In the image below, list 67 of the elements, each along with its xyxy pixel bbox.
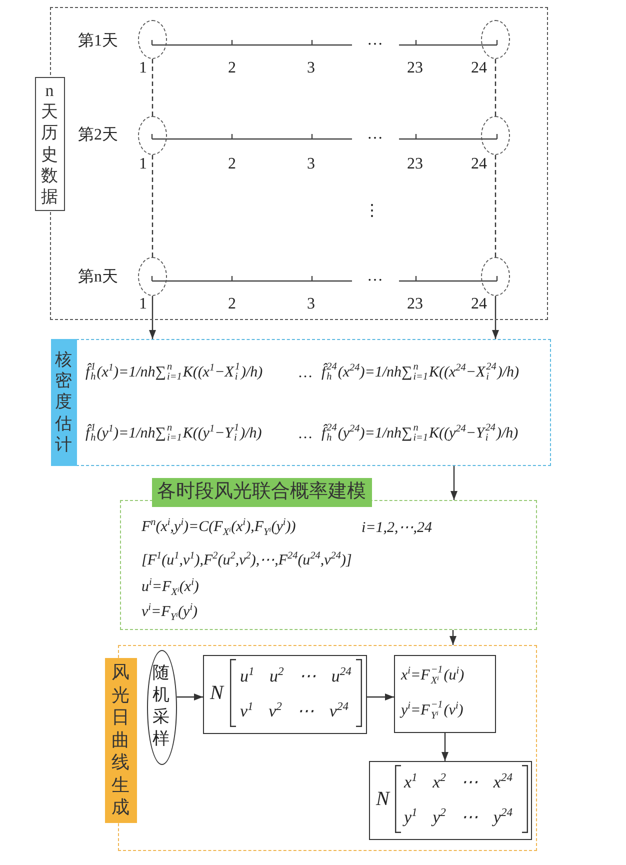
tick-label: 2 bbox=[228, 294, 236, 314]
formula: f̂$_{h}$$^{24}$(y$^{24}$)=1/nh∑$_{i=1}$$^{n}$K((y$^{24}$−Y$_{i}$$^{24}$)/h) bbox=[322, 422, 518, 444]
formula: i=1,2,⋯,24 bbox=[362, 518, 432, 536]
dashed-ellipse bbox=[480, 20, 510, 58]
formula: y$^{i}$=F$_{Yⁱ}$$^{−1}$(v$^{i}$) bbox=[401, 700, 464, 722]
coefficient-symbol: N bbox=[210, 681, 224, 705]
dashed-line bbox=[152, 59, 154, 116]
formula: [F$^{1}$(u$^{1}$,v$^{1}$),F$^{2}$(u$^{2}$,v$^{2}$),⋯,F$^{24}$(u$^{24}$,v$^{24}$)] bbox=[142, 550, 352, 569]
ellipsis-dots: … bbox=[367, 266, 383, 286]
ellipsis-dots: … bbox=[298, 424, 312, 442]
section-tag: 各时段风光联合概率建模 bbox=[152, 478, 372, 506]
tick-label: 1 bbox=[139, 58, 147, 78]
section-tag: n天历史数据 bbox=[34, 76, 64, 210]
formula-box bbox=[394, 654, 496, 732]
dashed-ellipse bbox=[138, 256, 166, 296]
tick-label: 2 bbox=[228, 58, 236, 78]
arrow bbox=[367, 694, 394, 700]
arrow bbox=[450, 630, 456, 645]
section-tag: 风光日曲线生成 bbox=[104, 658, 136, 822]
matrix-row: y$^{1}$ y$^{2}$ ⋯ y$^{24}$ bbox=[404, 806, 512, 828]
formula: x$^{i}$=F$_{Xⁱ}$$^{−1}$(u$^{i}$) bbox=[401, 665, 464, 687]
tick-label: 3 bbox=[307, 294, 315, 314]
vertical-ellipsis: ⋮ bbox=[364, 201, 380, 221]
day-label: 第1天 bbox=[78, 31, 118, 51]
arrow bbox=[176, 694, 203, 700]
arrow bbox=[492, 296, 499, 339]
section-tag: 核密度估计 bbox=[50, 338, 76, 466]
dashed-line bbox=[152, 155, 154, 257]
dashed-line bbox=[494, 155, 496, 257]
ellipsis-dots: … bbox=[298, 364, 312, 382]
matrix-box bbox=[368, 760, 532, 840]
tick-label: 2 bbox=[228, 154, 236, 174]
formula: u$^{i}$=F$_{Xⁱ}$(x$^{i}$) bbox=[142, 576, 199, 599]
dashed-ellipse bbox=[138, 116, 166, 154]
formula: f̂$_{h}$$^{1}$(x$^{1}$)=1/nh∑$_{i=1}$$^{n}$K((x$^{1}$−X$_{i}$$^{1}$)/h) bbox=[86, 362, 263, 384]
day-label: 第n天 bbox=[78, 267, 118, 287]
formula: f̂$_{h}$$^{24}$(x$^{24}$)=1/nh∑$_{i=1}$$^{n}$K((x$^{24}$−X$_{i}$$^{24}$)/h) bbox=[322, 362, 519, 384]
tick-label: 24 bbox=[471, 294, 487, 314]
arrow bbox=[149, 296, 156, 339]
node-label: 随机采样 bbox=[152, 662, 170, 750]
matrix-row: u$^{1}$ u$^{2}$ ⋯ u$^{24}$ bbox=[240, 664, 352, 688]
matrix-row: v$^{1}$ v$^{2}$ ⋯ v$^{24}$ bbox=[240, 700, 348, 722]
ellipsis-dots: … bbox=[367, 30, 383, 50]
tick-label: 23 bbox=[407, 58, 423, 78]
arrow bbox=[450, 466, 458, 500]
matrix-box bbox=[202, 654, 366, 734]
tick-label: 1 bbox=[139, 154, 147, 174]
dashed-ellipse bbox=[480, 116, 510, 154]
formula: v$^{i}$=F$_{Yⁱ}$(y$^{i}$) bbox=[142, 601, 198, 624]
formula: F$^{n}$(x$^{i}$,y$^{i}$)=C(F$_{Xⁱ}$(x$^{i}$),F$_{Yⁱ}$(y$^{i}$)) bbox=[142, 516, 296, 539]
ellipse-node bbox=[146, 650, 176, 764]
tick-label: 24 bbox=[471, 154, 487, 174]
dashed-ellipse bbox=[138, 20, 166, 58]
tick-label: 23 bbox=[407, 154, 423, 174]
coefficient-symbol: N bbox=[376, 787, 390, 811]
day-label: 第2天 bbox=[78, 125, 118, 145]
formula: f̂$_{h}$$^{1}$(y$^{1}$)=1/nh∑$_{i=1}$$^{n}$K((y$^{1}$−Y$_{i}$$^{1}$)/h) bbox=[86, 422, 262, 444]
dashed-ellipse bbox=[480, 256, 510, 296]
tick-label: 3 bbox=[307, 154, 315, 174]
tick-label: 3 bbox=[307, 58, 315, 78]
ellipsis-dots: … bbox=[367, 124, 383, 144]
dashed-line bbox=[494, 59, 496, 116]
arrow bbox=[442, 733, 448, 761]
tick-label: 1 bbox=[139, 294, 147, 314]
tick-label: 23 bbox=[407, 294, 423, 314]
tick-label: 24 bbox=[471, 58, 487, 78]
matrix-row: x$^{1}$ x$^{2}$ ⋯ x$^{24}$ bbox=[404, 770, 512, 794]
